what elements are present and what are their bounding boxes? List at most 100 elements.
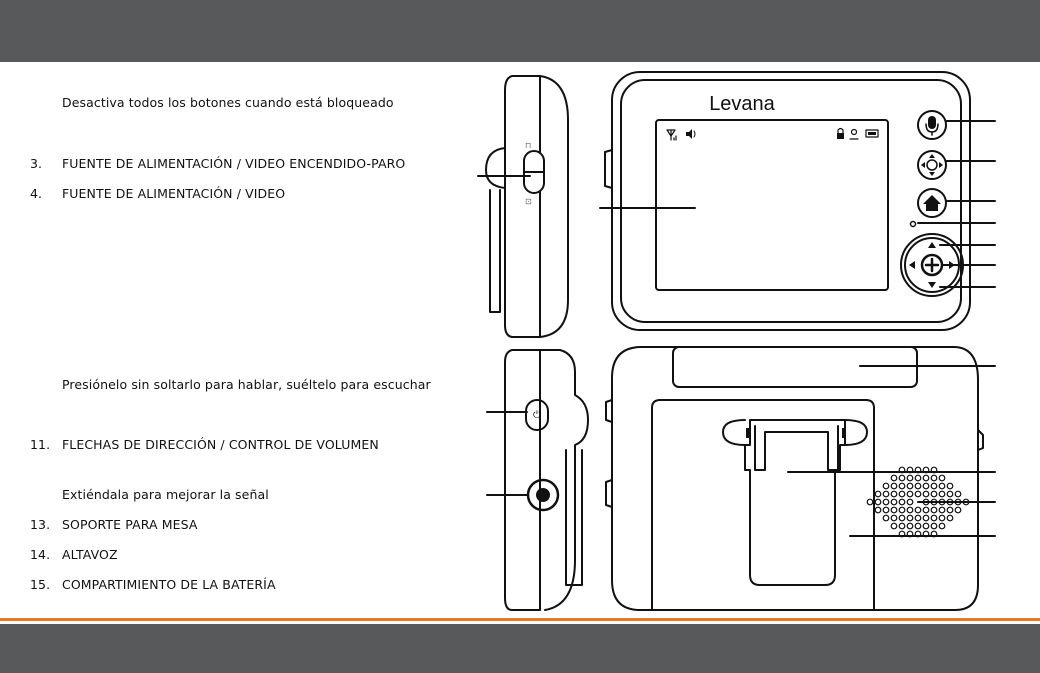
speaker-hole (922, 490, 930, 498)
speaker-hole (898, 474, 906, 482)
speaker-hole (930, 506, 938, 514)
legend-text: Desactiva todos los botones cuando está … (62, 95, 394, 110)
footer-accent-rule (0, 618, 1040, 621)
legend-text: FUENTE DE ALIMENTACIÓN / VIDEO ENCENDIDO… (62, 156, 406, 171)
speaker-hole (938, 474, 946, 482)
side-view-bottom: ⏻ (486, 349, 589, 611)
speaker-hole (874, 490, 882, 498)
speaker-hole (882, 482, 890, 490)
speaker-hole (882, 514, 890, 522)
speaker-hole (890, 522, 898, 530)
device-illustration: ⊓ ⊡ Levana (477, 71, 996, 611)
direction-pad (900, 233, 996, 297)
speaker-hole (954, 490, 962, 498)
speaker-hole (906, 466, 914, 474)
lock-icon (837, 127, 844, 139)
speaker-hole (946, 506, 954, 514)
screen (655, 119, 889, 291)
speaker-hole (890, 474, 898, 482)
talk-button (917, 110, 996, 140)
speaker-hole (946, 514, 954, 522)
svg-text:⊓: ⊓ (525, 141, 531, 150)
svg-text:⏻: ⏻ (533, 410, 541, 421)
speaker-hole (938, 514, 946, 522)
speaker-hole (930, 490, 938, 498)
speaker-hole (898, 506, 906, 514)
speaker-hole (906, 522, 914, 530)
speaker-hole (922, 522, 930, 530)
signal-icon (666, 129, 677, 141)
speaker-hole (898, 482, 906, 490)
legend-text: SOPORTE PARA MESA (62, 517, 198, 532)
speaker-hole (890, 514, 898, 522)
footer-band (0, 624, 1040, 673)
zoom-pan-button (917, 150, 996, 180)
speaker-hole (938, 482, 946, 490)
speaker-hole (866, 498, 874, 506)
speaker-hole (890, 490, 898, 498)
speaker-hole (898, 522, 906, 530)
legend-number: 4. (30, 186, 43, 201)
speaker-hole (946, 490, 954, 498)
speaker-hole (906, 498, 914, 506)
speaker-hole (898, 498, 906, 506)
speaker-hole (930, 466, 938, 474)
speaker-hole (906, 506, 914, 514)
battery-compartment (651, 399, 875, 611)
svg-text:⊡: ⊡ (525, 197, 532, 206)
speaker-hole (906, 514, 914, 522)
legend-text: Extiéndala para mejorar la señal (62, 487, 269, 502)
speaker-hole (906, 474, 914, 482)
front-view: Levana (599, 71, 996, 331)
table-stand (722, 419, 868, 586)
speaker-volume-icon (686, 129, 696, 139)
brand-logo: Levana (709, 93, 775, 115)
back-view (605, 346, 996, 611)
legend-text: FUENTE DE ALIMENTACIÓN / VIDEO (62, 186, 286, 201)
speaker-hole (914, 506, 922, 514)
speaker-hole (906, 482, 914, 490)
legend-number: 15. (30, 577, 51, 592)
side-view-top: ⊓ ⊡ (477, 75, 569, 338)
speaker-hole (882, 490, 890, 498)
legend-text: COMPARTIMIENTO DE LA BATERÍA (62, 577, 276, 592)
speaker-hole (938, 490, 946, 498)
speaker-hole (906, 490, 914, 498)
speaker-hole (890, 498, 898, 506)
speaker-hole (930, 482, 938, 490)
speaker-hole (890, 506, 898, 514)
speaker-hole (898, 466, 906, 474)
speaker-hole (954, 506, 962, 514)
speaker-hole (930, 474, 938, 482)
speaker-hole (922, 482, 930, 490)
speaker-hole (898, 490, 906, 498)
speaker-hole (874, 506, 882, 514)
speaker-hole (930, 522, 938, 530)
speaker-hole (882, 498, 890, 506)
legend-number: 14. (30, 547, 51, 562)
indicator-light (909, 220, 917, 228)
talk-side-button (525, 399, 549, 431)
battery-icon (865, 129, 879, 138)
speaker-hole (882, 506, 890, 514)
legend-number: 13. (30, 517, 51, 532)
legend-text: Presiónelo sin soltarlo para hablar, sué… (62, 377, 431, 392)
speaker-hole (946, 482, 954, 490)
header-band (0, 0, 1040, 62)
legend-text: ALTAVOZ (62, 547, 118, 562)
home-button (917, 188, 996, 218)
speaker-hole (938, 522, 946, 530)
speaker-hole (938, 506, 946, 514)
speaker-hole (914, 482, 922, 490)
legend-number: 3. (30, 156, 43, 171)
speaker-hole (874, 498, 882, 506)
speaker-hole (914, 474, 922, 482)
speaker-hole (914, 466, 922, 474)
speaker-hole (914, 522, 922, 530)
speaker-hole (890, 482, 898, 490)
speaker-hole (922, 466, 930, 474)
speaker-hole (914, 514, 922, 522)
speaker-hole (922, 506, 930, 514)
speaker-hole (914, 490, 922, 498)
legend-number: 11. (30, 437, 51, 452)
